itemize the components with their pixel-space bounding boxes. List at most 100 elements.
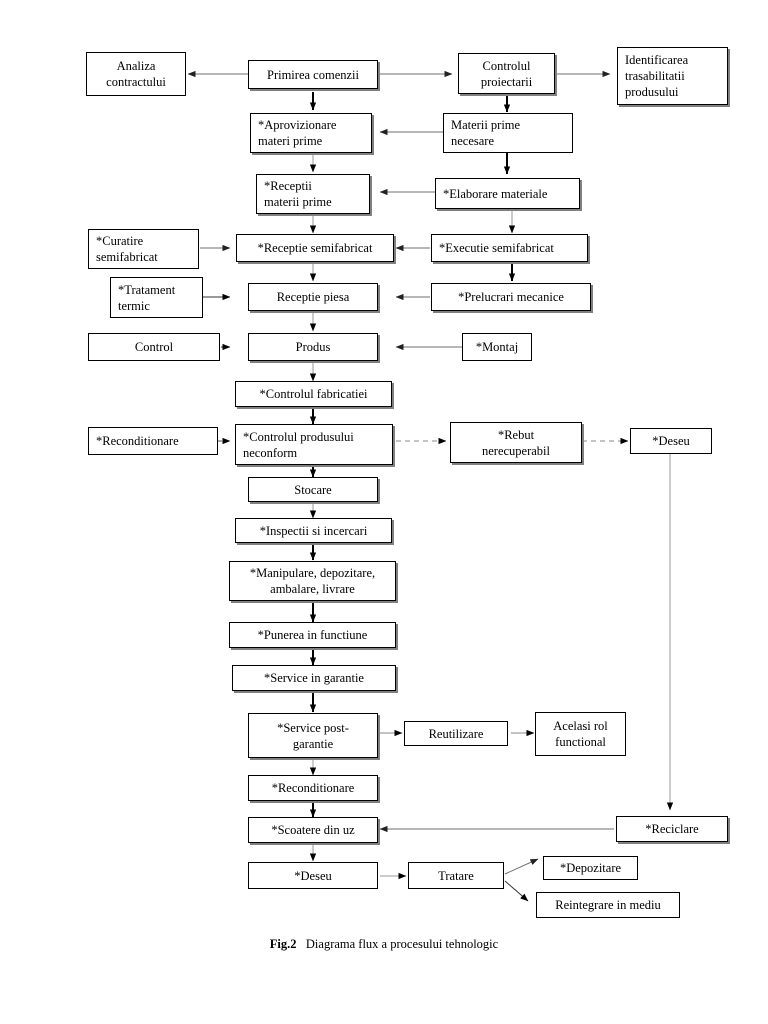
node-tratament-termic[interactable]: *Tratament termic	[110, 277, 203, 318]
node-analiza-contractului[interactable]: Analiza contractului	[86, 52, 186, 96]
node-inspectii-si-incercari[interactable]: *Inspectii si incercari	[235, 518, 392, 543]
node-line-1: *Manipulare, depozitare,	[249, 566, 376, 580]
node-label: *Manipulare, depozitare, ambalare, livra…	[234, 565, 391, 597]
node-line-2: contractului	[106, 75, 166, 89]
node-line-1: Primirea comenzii	[267, 67, 359, 82]
node-line-2: trasabilitatii	[625, 69, 685, 83]
node-produs[interactable]: Produs	[248, 333, 378, 361]
node-elaborare-materiale[interactable]: *Elaborare materiale	[435, 178, 580, 209]
node-executie-semifabricat[interactable]: *Executie semifabricat	[431, 234, 588, 262]
node-label: *Receptii materii prime	[264, 178, 365, 210]
node-line-2: materii prime	[264, 195, 332, 209]
node-line-1: *Montaj	[475, 340, 519, 354]
node-line-1: Stocare	[294, 482, 332, 497]
node-line-1: *Scoatere din uz	[271, 823, 355, 837]
node-reutilizare[interactable]: Reutilizare	[404, 721, 508, 746]
node-line-2: materi prime	[258, 134, 323, 148]
node-montaj[interactable]: *Montaj	[462, 333, 532, 361]
node-line-1: *Inspectii si incercari	[259, 523, 368, 538]
node-line-1: *Reciclare	[645, 822, 699, 836]
node-line-1: *Curatire	[96, 234, 144, 248]
node-label: *Service post- garantie	[253, 720, 373, 752]
node-controlul-produsului-neconform[interactable]: *Controlul produsului neconform	[235, 424, 393, 465]
node-label: Acelasi rol functional	[540, 718, 621, 750]
node-manipulare-depozitare[interactable]: *Manipulare, depozitare, ambalare, livra…	[229, 561, 396, 601]
node-service-in-garantie[interactable]: *Service in garantie	[232, 665, 396, 691]
node-line-1: Reutilizare	[428, 726, 484, 741]
node-reconditionare-1[interactable]: *Reconditionare	[88, 427, 218, 455]
node-line-2: ambalare, livrare	[270, 582, 355, 596]
node-prelucrari-mecanice[interactable]: *Prelucrari mecanice	[431, 283, 591, 311]
node-deseu-1[interactable]: *Deseu	[630, 428, 712, 454]
node-receptie-semifabricat[interactable]: *Receptie semifabricat	[236, 234, 394, 262]
node-line-1: Controlul	[482, 58, 531, 73]
node-line-1: *Receptie semifabricat	[257, 241, 373, 255]
node-line-1: *Tratament	[118, 282, 176, 297]
node-tratare[interactable]: Tratare	[408, 862, 504, 889]
node-label: Identificarea trasabilitatii produsului	[625, 52, 723, 100]
node-line-1: Tratare	[438, 868, 474, 883]
node-line-1: *Elaborare materiale	[443, 186, 548, 201]
node-line-2: functional	[555, 735, 606, 749]
node-line-2: necesare	[451, 134, 495, 148]
node-label: *Controlul produsului neconform	[243, 429, 388, 461]
node-punerea-in-functiune[interactable]: *Punerea in functiune	[229, 622, 396, 648]
figure-caption: Fig.2 Diagrama flux a procesului tehnolo…	[0, 937, 768, 952]
node-label: *Tratament termic	[118, 282, 198, 314]
node-aprovizionare-materii-prime[interactable]: *Aprovizionare materi prime	[250, 113, 372, 153]
node-receptie-piesa[interactable]: Receptie piesa	[248, 283, 378, 311]
node-reintegrare-in-mediu[interactable]: Reintegrare in mediu	[536, 892, 680, 918]
figure-caption-label: Fig.2	[269, 937, 297, 951]
node-identificarea-trasabilitatii[interactable]: Identificarea trasabilitatii produsului	[617, 47, 728, 105]
node-line-1: *Prelucrari mecanice	[458, 290, 564, 304]
node-line-1: *Rebut	[497, 427, 535, 442]
node-line-2: proiectarii	[480, 74, 533, 89]
node-depozitare[interactable]: *Depozitare	[543, 856, 638, 880]
node-line-1: *Service post-	[277, 720, 349, 735]
node-line-1: Acelasi rol	[553, 719, 608, 733]
node-line-3: produsului	[625, 85, 679, 99]
node-line-2: neconform	[243, 445, 298, 460]
node-line-1: Receptie piesa	[276, 290, 350, 304]
node-line-1: *Reconditionare	[96, 434, 179, 448]
node-reciclare[interactable]: *Reciclare	[616, 816, 728, 842]
node-line-1: *Service in garantie	[264, 671, 364, 685]
node-line-1: *Executie semifabricat	[439, 241, 554, 255]
node-label: *Rebut nerecuperabil	[455, 427, 577, 459]
node-label: *Aprovizionare materi prime	[258, 117, 367, 149]
node-scoatere-din-uz[interactable]: *Scoatere din uz	[248, 817, 378, 843]
node-line-2: semifabricat	[96, 250, 158, 264]
node-line-2: nerecuperabil	[481, 443, 550, 458]
node-control[interactable]: Control	[88, 333, 220, 361]
node-label: Analiza contractului	[91, 58, 181, 90]
node-line-1: *Deseu	[652, 434, 690, 448]
node-stocare[interactable]: Stocare	[248, 477, 378, 502]
node-line-1: Reintegrare in mediu	[555, 898, 661, 912]
node-controlul-fabricatiei[interactable]: *Controlul fabricatiei	[235, 381, 392, 407]
node-line-1: *Reconditionare	[271, 781, 355, 795]
node-service-post-garantie[interactable]: *Service post- garantie	[248, 713, 378, 758]
node-line-1: Identificarea	[625, 53, 689, 67]
node-line-1: *Punerea in functiune	[257, 628, 368, 642]
node-line-1: Control	[134, 340, 174, 354]
node-line-1: Produs	[295, 340, 331, 354]
node-line-1: *Controlul fabricatiei	[259, 387, 368, 401]
node-primirea-comenzii[interactable]: Primirea comenzii	[248, 60, 378, 89]
node-curatire-semifabricat[interactable]: *Curatire semifabricat	[88, 229, 199, 269]
node-deseu-2[interactable]: *Deseu	[248, 862, 378, 889]
node-reconditionare-2[interactable]: *Reconditionare	[248, 775, 378, 801]
node-receptii-materii-prime[interactable]: *Receptii materii prime	[256, 174, 370, 214]
node-line-1: *Controlul produsului	[243, 429, 354, 444]
node-line-1: *Receptii	[264, 179, 312, 193]
node-rebut-nerecuperabil[interactable]: *Rebut nerecuperabil	[450, 422, 582, 463]
node-controlul-proiectarii[interactable]: Controlul proiectarii	[458, 53, 555, 94]
node-line-1: Materii prime	[451, 118, 521, 132]
node-materii-prime-necesare[interactable]: Materii prime necesare	[443, 113, 573, 153]
node-line-2: garantie	[292, 736, 334, 751]
node-line-1: *Depozitare	[559, 861, 622, 875]
node-line-1: *Deseu	[294, 868, 332, 883]
node-line-2: termic	[118, 298, 150, 313]
node-acelasi-rol-functional[interactable]: Acelasi rol functional	[535, 712, 626, 756]
